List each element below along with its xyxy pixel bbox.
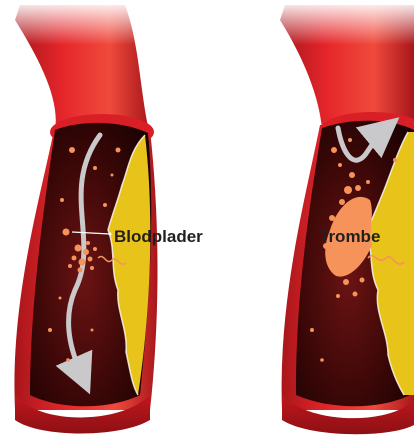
platelets-label: Blodplader <box>114 228 203 245</box>
left-vessel <box>0 0 160 434</box>
right-vessel <box>270 0 414 434</box>
thrombus-label: Trombe <box>319 228 380 245</box>
